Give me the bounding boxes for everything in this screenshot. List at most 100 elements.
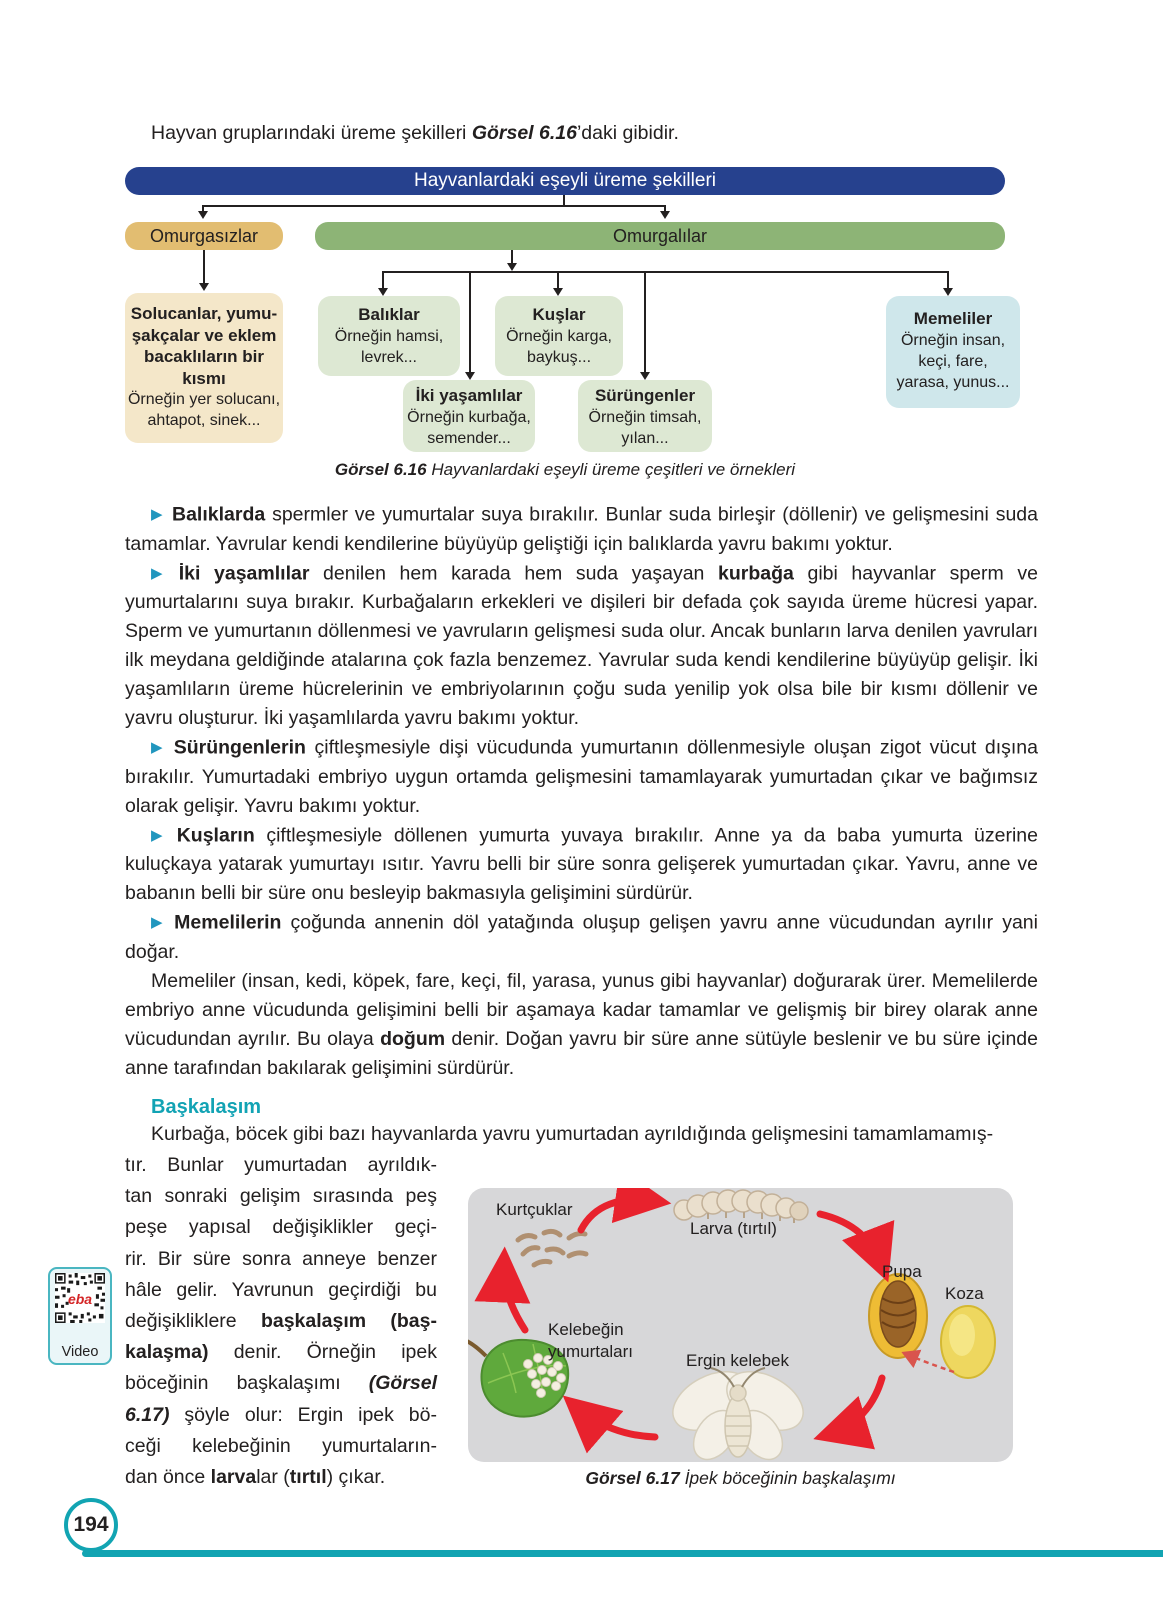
arrow-worms-to-larva: [577, 1167, 672, 1234]
column-line: tır. Bunlar yumurtadan ayrıldık-: [125, 1154, 437, 1176]
invertebrates-bar: Omurgasızlar: [125, 222, 283, 250]
amphibians-box: İki yaşamlılar Örneğin kurbağa, semender…: [403, 380, 535, 452]
birds-box-examples: Örneğin karga, baykuş...: [506, 327, 612, 366]
arrowhead: [553, 288, 563, 296]
eba-logo: eba: [67, 1291, 93, 1307]
column-text: ) çıkar.: [326, 1466, 386, 1489]
figure-6-17-caption: Görsel 6.17 İpek böceğinin başkalaşımı: [468, 1468, 1013, 1489]
reptiles-box-examples: Örneğin timsah, yılan...: [588, 408, 702, 447]
paragraph-metamorphosis-intro: Kurbağa, böcek gibi bazı hayvanlarda yav…: [151, 1122, 994, 1145]
column-text: şöyle olur: Ergin ipek bö-: [169, 1403, 437, 1426]
arrowhead: [199, 283, 209, 291]
column-line: ceği kelebeğinin yumurtaların-: [125, 1434, 437, 1457]
arrow-larva-to-pupa: [816, 1210, 895, 1283]
arrow-moth-to-eggs: [562, 1395, 659, 1454]
video-label: Video: [61, 1344, 99, 1360]
column-line: peşe yapısal değişiklikler geçi-: [125, 1216, 437, 1239]
column-text: değişikliklere: [125, 1310, 261, 1333]
footer-rule: [82, 1550, 1163, 1557]
connector-line: [202, 205, 204, 211]
connector-line: [664, 205, 666, 211]
column-line: hâle gelir. Yavrunun geçirdiği bu: [125, 1278, 437, 1301]
bold-term: kalaşma): [125, 1341, 209, 1364]
bullet-icon: ▶: [151, 506, 164, 523]
section-heading-metamorphosis: Başkalaşım: [151, 1095, 262, 1118]
bold-term: Sürüngenlerin: [173, 736, 306, 759]
connector-line: [203, 205, 666, 207]
paragraph-fish: ▶Balıklarda spermler ve yumurtalar suya …: [125, 500, 1038, 559]
bold-term: larva: [210, 1466, 257, 1489]
paragraph-text: Memeliler (insan, kedi, köpek, fare, keç…: [125, 969, 1038, 1050]
intro-sentence: Hayvan gruplarındaki üreme şekilleri Gör…: [125, 119, 1038, 148]
column-text: böceğinin başkalaşımı: [125, 1372, 369, 1395]
koza-art: [940, 1305, 996, 1379]
arrowhead: [465, 372, 475, 380]
connector-line: [469, 271, 471, 372]
column-text: dan önce: [125, 1466, 211, 1489]
bold-term: başkalaşım (baş-: [260, 1310, 437, 1333]
figure-6-16-caption: Görsel 6.16 Hayvanlardaki eşeyli üreme ç…: [125, 460, 1005, 480]
paragraph-birds: ▶Kuşların çiftleşmesiyle döllenen yumurt…: [125, 821, 1038, 909]
column-text: lar (: [256, 1466, 290, 1489]
bold-term: doğum: [380, 1027, 446, 1050]
connector-line: [383, 271, 948, 273]
bold-term: Balıklarda: [172, 503, 266, 526]
label-koza: Koza: [945, 1284, 984, 1303]
label-pupa: Pupa: [882, 1262, 922, 1281]
bullet-icon: ▶: [151, 914, 167, 931]
invertebrates-box: Solucanlar, yumu- şakçalar ve eklem baca…: [125, 293, 283, 443]
column-line: değişikliklere başkalaşım (baş-: [125, 1306, 437, 1337]
arrowhead: [640, 372, 650, 380]
label-kelebegin-yumurtalari: Kelebeğin yumurtaları: [548, 1320, 634, 1361]
label-larva: Larva (tırtıl): [690, 1219, 777, 1238]
paragraph-text: çoğunda annenin döl yatağında oluşup gel…: [125, 911, 1038, 963]
leaf-art: [461, 1337, 570, 1418]
pupa-art: [868, 1273, 928, 1359]
column-line: böceğinin başkalaşımı (Görsel: [125, 1368, 437, 1399]
vertebrates-bar: Omurgalılar: [315, 222, 1005, 250]
connector-line: [644, 271, 646, 372]
video-qr-box[interactable]: eba Video: [48, 1267, 112, 1365]
column-line: kalaşma) denir. Örneğin ipek: [125, 1337, 437, 1368]
connector-line: [557, 271, 559, 288]
bold-term: kurbağa: [718, 562, 794, 584]
connector-line: [511, 250, 513, 264]
paragraph-text: gibi hayvanlar sperm ve yumurtalarını su…: [125, 562, 1038, 729]
fish-box-examples: Örneğin hamsi, levrek...: [334, 327, 444, 366]
reptiles-box-title: Sürüngenler: [594, 386, 696, 405]
caption-text: Hayvanlardaki eşeyli üreme çeşitleri ve …: [426, 460, 796, 479]
connector-line: [563, 195, 565, 205]
page-number-badge: 194: [64, 1498, 118, 1552]
body-text: ▶Balıklarda spermler ve yumurtalar suya …: [125, 500, 1038, 1149]
birds-box-title: Kuşlar: [532, 305, 586, 324]
column-line: rir. Bir süre sonra anneye benzer: [125, 1247, 437, 1270]
column-line: 6.17) şöyle olur: Ergin ipek bö-: [125, 1400, 437, 1431]
arrow-koza-to-pupa-dashed: [901, 1349, 955, 1374]
worms-art: [515, 1228, 589, 1268]
mammals-box: Memeliler Örneğin insan, keçi, fare, yar…: [886, 296, 1020, 408]
amphibians-box-title: İki yaşamlılar: [415, 386, 523, 405]
label-kurtcuklar: Kurtçuklar: [496, 1200, 573, 1219]
bold-term: tırtıl: [289, 1466, 327, 1489]
label-ergin-kelebek: Ergin kelebek: [686, 1351, 790, 1370]
birds-box: Kuşlar Örneğin karga, baykuş...: [495, 296, 623, 376]
arrow-eggs-to-worms: [474, 1246, 531, 1334]
column-line: tan sonraki gelişim sırasında peş: [125, 1185, 437, 1208]
mammals-box-title: Memeliler: [913, 309, 993, 328]
bullet-icon: ▶: [151, 739, 166, 756]
bullet-icon: ▶: [151, 826, 169, 844]
figure-reference: (Görsel: [368, 1372, 437, 1395]
diagram-title-bar: Hayvanlardaki eşeyli üreme şekilleri: [125, 167, 1005, 195]
paragraph-mammals: ▶Memelilerin çoğunda annenin döl yatağın…: [125, 908, 1038, 967]
fish-box: Balıklar Örneğin hamsi, levrek...: [318, 296, 460, 376]
arrowhead: [943, 288, 953, 296]
figure-reference: 6.17): [125, 1403, 170, 1426]
qr-code-icon: [55, 1273, 105, 1323]
connector-line: [382, 271, 384, 288]
invertebrates-box-examples: Örneğin yer solucanı, ahtapot, sinek...: [127, 391, 281, 429]
arrowhead: [198, 211, 208, 219]
metamorphosis-figure: Kurtçuklar Larva (tırtıl) Pupa Koza Kele…: [461, 1167, 1013, 1462]
paragraph-text: denir. Doğan yavru bir süre anne sütüyle…: [125, 1027, 1038, 1079]
moth-art: [672, 1367, 804, 1461]
